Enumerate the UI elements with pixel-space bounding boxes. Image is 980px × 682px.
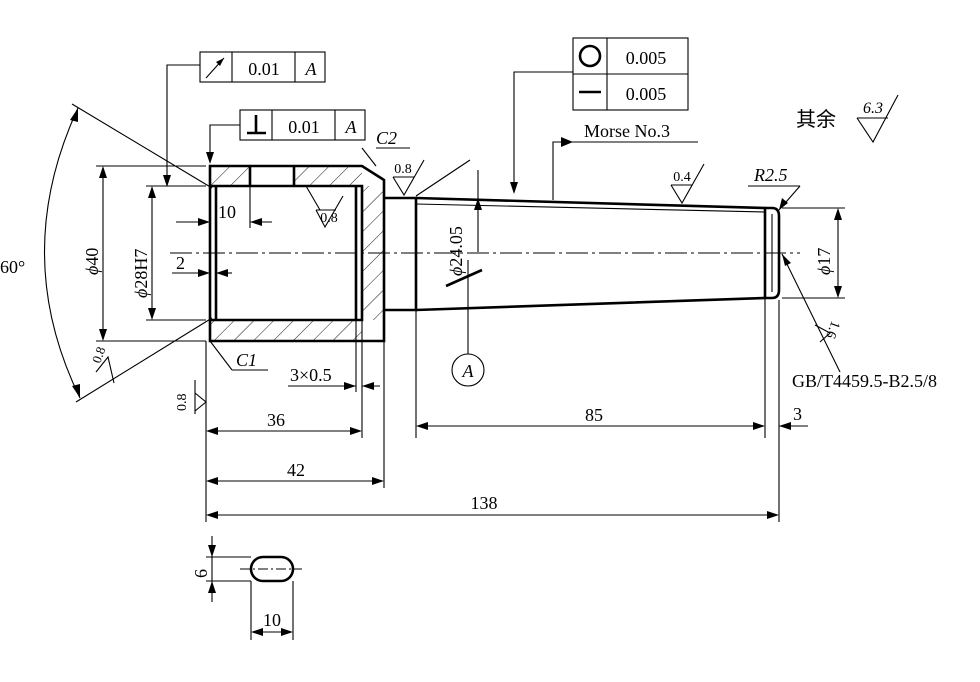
straightness-value: 0.005 xyxy=(626,84,667,104)
roughness-bore: 0.8 xyxy=(305,185,344,229)
svg-text:60°: 60° xyxy=(0,257,25,277)
dim-len138: 138 xyxy=(206,300,780,522)
svg-text:6: 6 xyxy=(191,569,211,578)
svg-text:0.8: 0.8 xyxy=(394,162,412,177)
svg-text:R2.5: R2.5 xyxy=(753,165,788,185)
circularity-value: 0.005 xyxy=(626,48,667,68)
runout-datum: A xyxy=(305,59,318,79)
chamfer-c2: C2 xyxy=(361,128,410,167)
svg-text:138: 138 xyxy=(471,493,498,513)
taper-text: Morse No.3 xyxy=(584,121,670,141)
circularity-icon xyxy=(578,44,602,68)
rest-value: 6.3 xyxy=(863,100,883,117)
datum-a: A xyxy=(445,260,485,387)
svg-text:10: 10 xyxy=(263,610,281,630)
roughness-taper: 0.4 xyxy=(670,163,705,205)
svg-text:ϕ24.05: ϕ24.05 xyxy=(446,226,466,276)
perpendicular-icon xyxy=(247,115,266,135)
perpendicularity-datum: A xyxy=(345,117,358,137)
svg-text:42: 42 xyxy=(287,460,305,480)
svg-text:0.8: 0.8 xyxy=(175,394,190,412)
rest-text: 其余 xyxy=(796,108,836,131)
dim-len36: 36 xyxy=(205,320,363,522)
hatch-lower xyxy=(210,320,362,341)
chamfer-c1: C1 xyxy=(209,340,268,371)
dim-d17: ϕ17 xyxy=(782,207,845,299)
roughness-rest: 其余 6.3 xyxy=(796,94,899,144)
svg-text:ϕ28H7: ϕ28H7 xyxy=(131,249,151,298)
center-hole-callout: GB/T4459.5-B2.5/8 xyxy=(781,253,937,391)
dim-angle: 60° xyxy=(0,103,213,403)
roughness-end-face: 0.8 xyxy=(175,380,207,414)
runout-frame: 0.01 A xyxy=(163,51,326,187)
dim-bore-depth: 10 xyxy=(176,186,272,228)
svg-text:85: 85 xyxy=(585,405,603,425)
svg-text:ϕ40: ϕ40 xyxy=(82,248,102,275)
circularity-frame: 0.005 0.005 xyxy=(510,37,689,194)
radius-r25: R2.5 xyxy=(748,165,801,211)
svg-text:0.8: 0.8 xyxy=(89,345,109,365)
svg-text:3×0.5: 3×0.5 xyxy=(290,365,332,385)
dim-offset: 2 xyxy=(172,253,232,277)
svg-text:C1: C1 xyxy=(236,350,257,370)
dim-d40: ϕ40 xyxy=(82,165,206,342)
roughness-chamfer: 0.8 xyxy=(392,159,425,197)
perpendicularity-frame: 0.01 A xyxy=(206,109,366,164)
svg-text:A: A xyxy=(462,361,475,381)
dim-len42: 42 xyxy=(206,341,385,488)
dim-len85: 85 xyxy=(415,298,766,438)
svg-text:2: 2 xyxy=(176,253,185,273)
svg-text:3: 3 xyxy=(793,404,802,424)
svg-text:0.8: 0.8 xyxy=(320,211,338,226)
perpendicularity-value: 0.01 xyxy=(288,117,320,137)
roughness-shoulder: 0.8 xyxy=(89,345,115,384)
dim-d24: ϕ24.05 xyxy=(415,159,482,276)
dim-len3: 3 xyxy=(779,404,808,430)
svg-text:36: 36 xyxy=(267,410,285,430)
svg-text:10: 10 xyxy=(218,202,236,222)
svg-text:0.4: 0.4 xyxy=(673,170,691,185)
dim-d28: ϕ28H7 xyxy=(131,185,206,321)
runout-value: 0.01 xyxy=(248,59,280,79)
svg-text:1.6: 1.6 xyxy=(822,319,842,341)
svg-text:C2: C2 xyxy=(376,128,397,148)
svg-text:GB/T4459.5-B2.5/8: GB/T4459.5-B2.5/8 xyxy=(792,371,937,391)
svg-text:ϕ17: ϕ17 xyxy=(814,248,834,275)
part-body xyxy=(208,164,781,343)
slot-detail: 6 10 xyxy=(191,536,302,640)
dim-groove: 3×0.5 xyxy=(288,320,380,392)
taper-label: Morse No.3 xyxy=(552,121,698,200)
